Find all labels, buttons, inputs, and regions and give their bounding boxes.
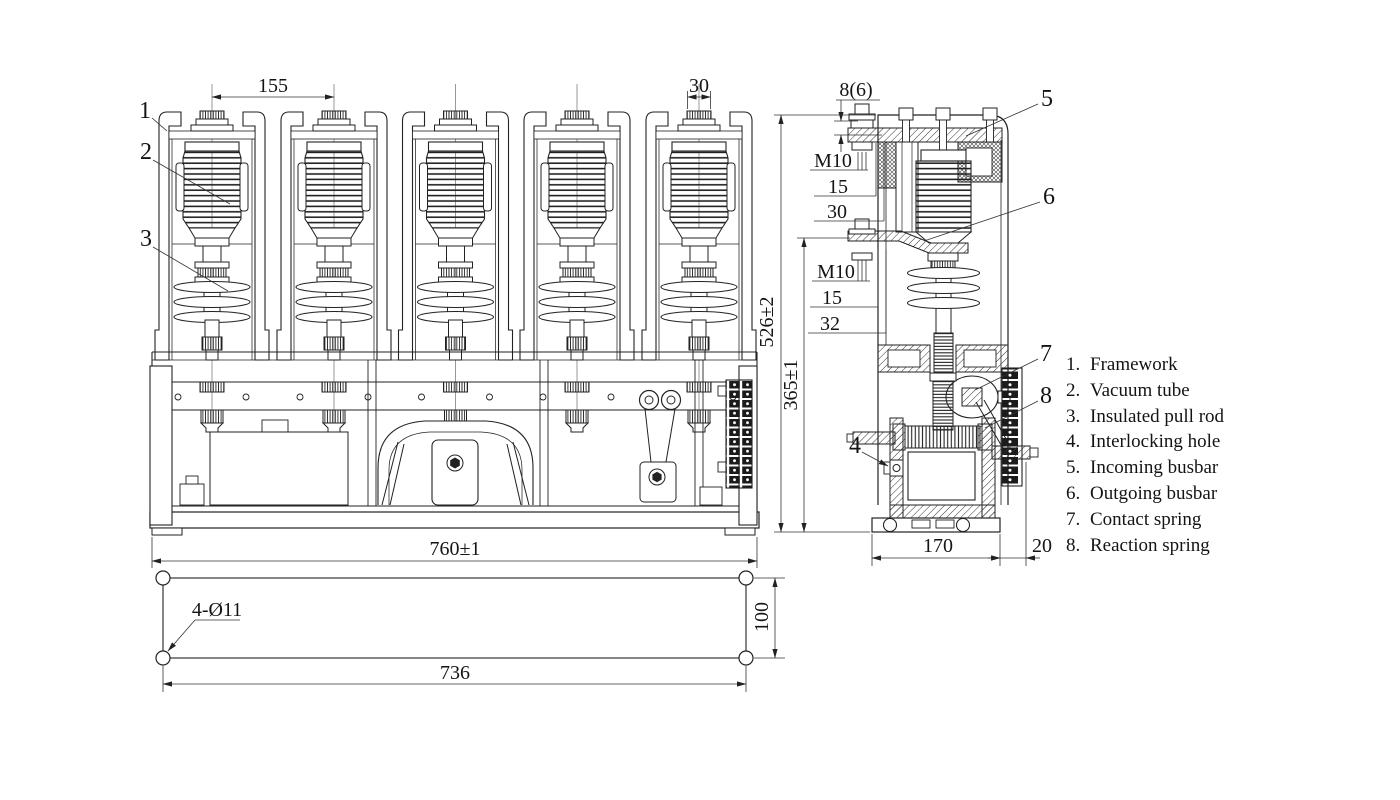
dim-height-mech-text: 365±1 (780, 360, 802, 411)
part-number: 7. (1066, 508, 1081, 530)
dim-holes-text: 4-Ø11 (192, 599, 242, 621)
dim-terminal-overhang-text: 20 (1032, 535, 1052, 557)
parts-list: 1. Framework 2. Vacuum tube 3. Insulated pu… (1066, 352, 1224, 558)
terminal-strip-side (1001, 367, 1023, 487)
part-number: 5. (1066, 457, 1081, 479)
mount-hole (155, 570, 171, 586)
part-number: 8. (1066, 534, 1081, 556)
outgoing-busbar (847, 230, 969, 254)
dim-lower-thread-text: M10 (817, 261, 855, 283)
dim-terminal-width (687, 91, 711, 109)
dim-upper-15-text: 15 (828, 176, 848, 198)
part-label: Contact spring (1090, 508, 1202, 530)
side-view: 8(6) M10 15 30 M10 15 32 526±2 365±1 (756, 79, 1055, 566)
callout-4: 4 (849, 433, 861, 459)
callout-leaders-side (861, 103, 1041, 467)
dim-upper-thread-text: M10 (814, 150, 852, 172)
part-label: Reaction spring (1090, 534, 1210, 556)
part-label: Framework (1090, 354, 1178, 375)
callout-7: 7 (1040, 341, 1052, 367)
parts-list-item: 3. Insulated pull rod (1066, 404, 1224, 430)
part-label: Incoming busbar (1090, 457, 1219, 479)
dim-busbar-thickness-text: 8(6) (839, 79, 872, 101)
parts-list-item: 6. Outgoing busbar (1066, 481, 1224, 507)
dim-terminal-width-text: 30 (689, 75, 709, 97)
dim-lower-15-text: 15 (822, 287, 842, 309)
dim-base-depth (871, 462, 1040, 566)
top-bolts (898, 107, 998, 151)
reaction-spring (904, 425, 981, 449)
mount-hole (738, 570, 754, 586)
dim-hole-span-text: 736 (440, 662, 470, 684)
part-number: 1. (1066, 354, 1081, 375)
part-number: 6. (1066, 482, 1081, 504)
dim-hole-offset (754, 577, 785, 659)
part-number: 4. (1066, 431, 1081, 453)
mount-hole (738, 650, 754, 666)
pole-2 (276, 83, 392, 433)
callout-3: 3 (140, 226, 152, 252)
insulator-side (906, 252, 981, 334)
front-view: 155 30 760±1 1 2 3 (139, 75, 760, 568)
callout-1: 1 (139, 98, 151, 124)
vacuum-tube-side (914, 149, 973, 244)
parts-list-item: 7. Contact spring (1066, 507, 1224, 533)
base-side (871, 517, 1001, 533)
part-number: 3. (1066, 405, 1081, 427)
dim-height-mech (797, 237, 850, 533)
dim-base-depth-text: 170 (923, 535, 953, 557)
callout-8: 8 (1040, 383, 1052, 409)
callout-2: 2 (140, 139, 152, 165)
callout-5: 5 (1041, 86, 1053, 112)
incoming-terminal-bolt (848, 103, 876, 151)
dim-lower-32-text: 32 (820, 313, 840, 335)
dim-upper-30-text: 30 (827, 201, 847, 223)
part-label: Outgoing busbar (1090, 482, 1218, 504)
dim-busbar-thickness (834, 99, 882, 152)
insulated-pull-rod (933, 332, 954, 374)
parts-list-item: 1. Framework (1066, 352, 1224, 378)
callout-leaders-front (151, 117, 231, 292)
parts-list-item: 8. Reaction spring (1066, 533, 1224, 559)
left-end-plate (149, 365, 173, 526)
dim-hole-offset-text: 100 (751, 602, 773, 632)
part-label: Vacuum tube (1090, 379, 1190, 401)
dim-hole-callout (167, 619, 240, 652)
dim-body-width (151, 537, 758, 568)
dim-body-width-text: 760±1 (430, 538, 481, 560)
parts-list-item: 5. Incoming busbar (1066, 455, 1224, 481)
parts-list-item: 2. Vacuum tube (1066, 378, 1224, 404)
part-label: Interlocking hole (1090, 431, 1221, 453)
mount-hole (155, 650, 171, 666)
pole-3 (397, 83, 514, 433)
magnet-box-side (889, 417, 996, 519)
parts-list-item: 4. Interlocking hole (1066, 429, 1224, 455)
mounting-footprint: 4-Ø11 736 100 (155, 570, 785, 692)
pole-4 (519, 83, 635, 433)
dim-lower-stack (808, 249, 887, 334)
callout-6: 6 (1043, 184, 1055, 210)
mechanism-box (149, 351, 760, 536)
terminal-strip-front (725, 379, 753, 489)
dim-pole-pitch-text: 155 (258, 75, 288, 97)
dim-height-overall (774, 114, 876, 533)
part-number: 2. (1066, 379, 1081, 401)
dim-upper-stack (810, 143, 885, 222)
dim-height-overall-text: 526±2 (756, 297, 778, 348)
part-label: Insulated pull rod (1090, 405, 1225, 427)
dim-hole-span (162, 666, 747, 692)
